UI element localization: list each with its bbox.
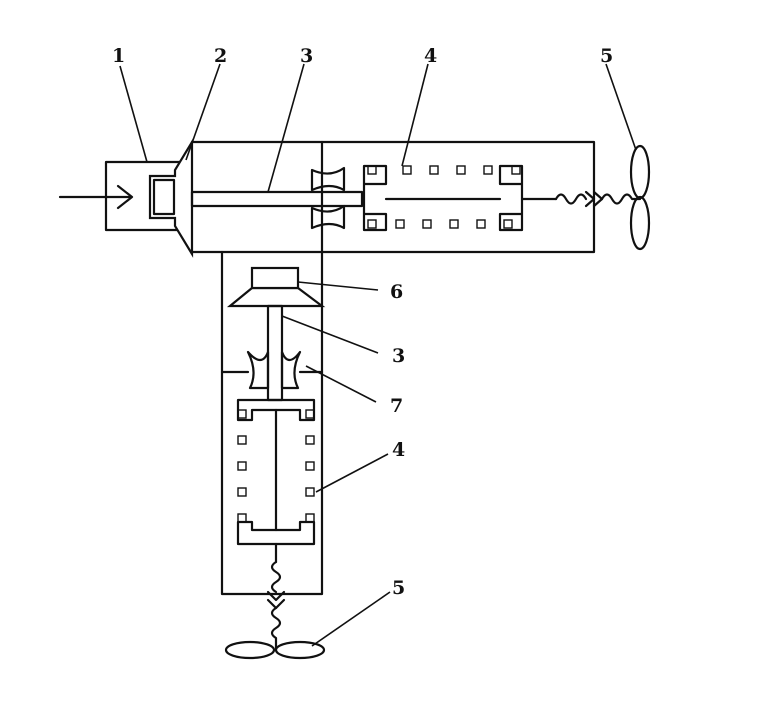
horizontal-casing — [190, 140, 596, 254]
label-7: 7 — [390, 395, 403, 417]
label-4-mid: 4 — [392, 439, 405, 461]
vertical-winding-left — [237, 409, 247, 523]
diverter — [226, 266, 326, 308]
horizontal-coupling — [310, 166, 346, 230]
part-labels: 1 2 3 4 5 6 3 7 4 5 — [112, 45, 613, 599]
vertical-coupling — [246, 350, 302, 390]
generator-winding-bottom — [367, 219, 513, 229]
label-6: 6 — [390, 281, 403, 303]
vertical-propeller — [224, 640, 326, 660]
label-3-mid: 3 — [392, 345, 405, 367]
vertical-winding-right — [305, 409, 315, 523]
label-3-top: 3 — [300, 45, 313, 67]
vertical-generator — [236, 398, 316, 546]
horizontal-generator — [362, 164, 524, 232]
label-2: 2 — [214, 45, 227, 67]
label-1: 1 — [112, 45, 125, 67]
label-4-top: 4 — [424, 45, 437, 67]
horizontal-shaft — [190, 190, 364, 208]
vertical-shaft — [266, 304, 284, 402]
vertical-output-shaft — [266, 542, 286, 652]
generator-winding-top — [367, 165, 521, 175]
nozzle — [148, 138, 194, 258]
inlet-flow-arrow — [58, 184, 134, 210]
label-5-bottom: 5 — [392, 577, 405, 599]
label-5-top: 5 — [600, 45, 613, 67]
horizontal-propeller — [629, 144, 651, 251]
horizontal-output-shaft — [520, 190, 642, 208]
leader-lines — [119, 63, 637, 647]
